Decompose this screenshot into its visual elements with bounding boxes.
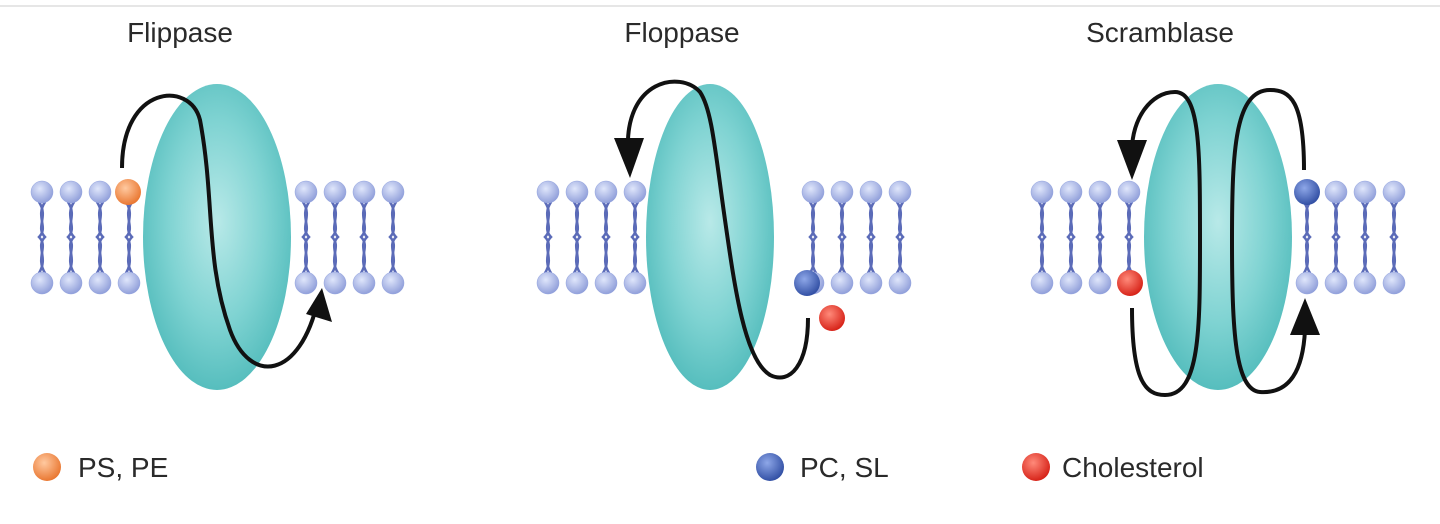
flippase-arrow — [120, 93, 320, 369]
pc-sl-lipid-dot — [794, 270, 820, 296]
phospholipid — [323, 180, 347, 295]
panel-title-scramblase: Scramblase — [1086, 17, 1234, 48]
phospholipid — [623, 180, 647, 295]
legend-swatch-pc-sl — [756, 453, 784, 481]
legend-swatch-ps-pe — [33, 453, 61, 481]
panel-title-flippase: Flippase — [127, 17, 233, 48]
scramblase-cholesterol-dot — [1117, 270, 1143, 296]
phospholipid — [352, 180, 376, 295]
phospholipid — [859, 180, 883, 295]
phospholipid — [1353, 180, 1377, 295]
phospholipid — [1088, 180, 1112, 295]
phospholipid — [565, 180, 589, 295]
floppase-arrow — [625, 79, 810, 380]
phospholipid — [536, 180, 560, 295]
phospholipid — [1059, 180, 1083, 295]
legend-label-cholesterol: Cholesterol — [1062, 452, 1204, 483]
panel-title-floppase: Floppase — [624, 17, 739, 48]
flippase-protein — [143, 84, 291, 390]
phospholipid — [59, 180, 83, 295]
legend-swatch-cholesterol — [1022, 453, 1050, 481]
scramblase-arrowhead-left — [1117, 140, 1147, 180]
phospholipid — [1030, 180, 1054, 295]
legend: PS, PE PC, SL Cholesterol — [33, 452, 1204, 483]
floppase-protein — [646, 84, 774, 390]
flippase-panel — [115, 84, 332, 390]
phospholipid — [830, 180, 854, 295]
scramblase-arrow-left — [1130, 89, 1202, 398]
scramblase-arrowhead-right — [1290, 298, 1320, 335]
phospholipid — [294, 180, 318, 295]
phospholipid — [1382, 180, 1406, 295]
cholesterol-dot — [819, 305, 845, 331]
floppase-arrowhead — [614, 138, 644, 178]
lipid-bilayers — [30, 180, 1406, 295]
phospholipid — [594, 180, 618, 295]
floppase-panel — [614, 79, 845, 390]
scramblase-protein — [1144, 84, 1292, 390]
phospholipid — [1324, 180, 1348, 295]
legend-label-pc-sl: PC, SL — [800, 452, 889, 483]
phospholipid — [88, 180, 112, 295]
scramblase-pc-sl-dot — [1294, 179, 1320, 205]
phospholipid — [30, 180, 54, 295]
legend-label-ps-pe: PS, PE — [78, 452, 168, 483]
flippase-arrowhead — [306, 288, 332, 322]
scramblase-panel — [1117, 84, 1320, 398]
ps-pe-lipid-dot — [115, 179, 141, 205]
scramblase-arrow-right — [1229, 87, 1307, 395]
phospholipid — [888, 180, 912, 295]
phospholipid — [381, 180, 405, 295]
